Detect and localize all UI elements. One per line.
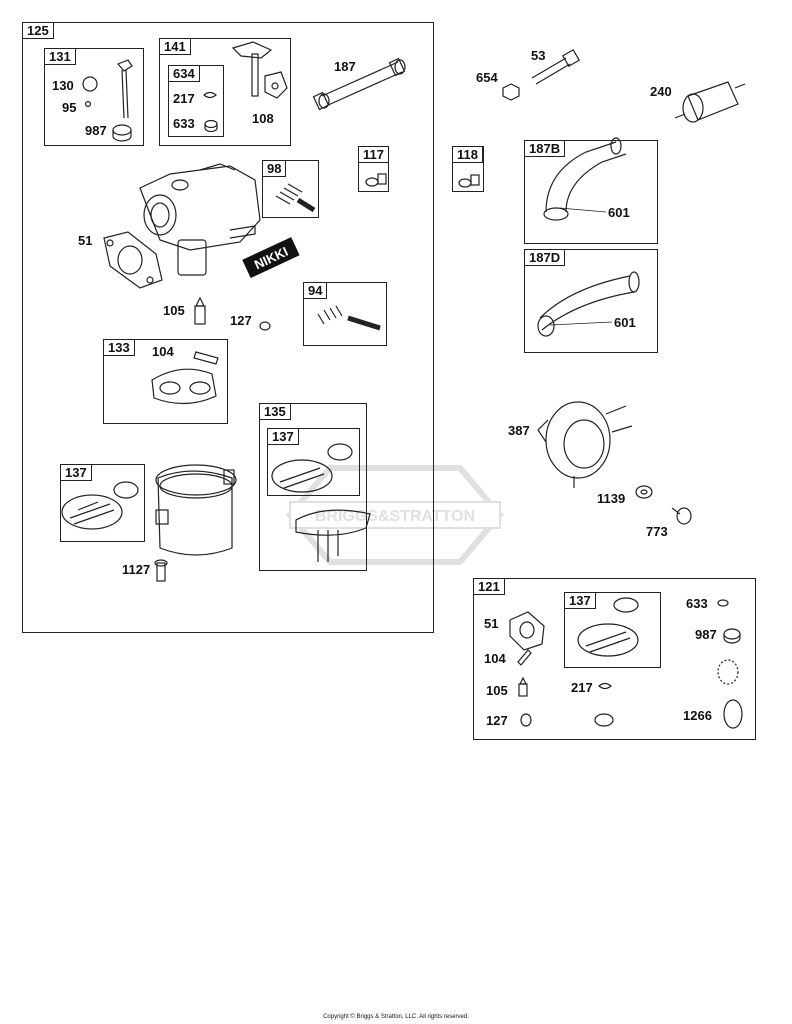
part-label-773: 773: [646, 524, 668, 539]
part-label-51: 51: [78, 233, 93, 248]
group-box-121: 121: [473, 578, 756, 740]
group-tag-187b: 187B: [525, 141, 566, 157]
part-label-1139: 1139: [597, 491, 626, 506]
part-label-987: 987: [85, 123, 107, 138]
group-box-135: 135: [259, 403, 367, 571]
group-tag-634: 634: [169, 66, 200, 82]
copyright-footer: Copyright © Briggs & Stratton, LLC. All …: [323, 1014, 469, 1020]
group-tag-98: 98: [263, 161, 287, 177]
right-parts-drawing: [502, 48, 746, 525]
part-label-108: 108: [252, 111, 274, 126]
bowl-screw-drawing: [154, 559, 168, 582]
part-label-601-d: 601: [614, 315, 636, 330]
group-box-98: 98: [262, 160, 319, 218]
group-box-118: 118: [452, 146, 484, 192]
part-label-987-kit: 987: [695, 627, 717, 642]
group-tag-94: 94: [304, 283, 328, 299]
group-tag-137-left: 137: [61, 465, 92, 481]
part-label-217: 217: [173, 91, 195, 106]
part-label-104: 104: [152, 344, 174, 359]
group-tag-135: 135: [260, 404, 291, 420]
part-label-127-kit: 127: [486, 713, 508, 728]
throttle-shaft-drawing: [203, 41, 288, 133]
group-tag-133: 133: [104, 340, 135, 356]
carburetor-body-drawing: [139, 163, 261, 276]
group-box-137-kit: 137: [564, 592, 661, 668]
part-label-654: 654: [476, 70, 498, 85]
part-label-217-kit: 217: [571, 680, 593, 695]
leader-lines: [549, 207, 613, 326]
part-label-105: 105: [163, 303, 185, 318]
diaphragm-kit-drawing: [271, 443, 371, 562]
fuel-tube-drawing: [312, 57, 406, 111]
group-box-94: 94: [303, 282, 387, 346]
watermark-logo: BRIGGS&STRATTON: [286, 465, 504, 565]
group-box-141: 141: [159, 38, 291, 146]
group-box-125: 125: [22, 22, 434, 633]
part-label-95: 95: [62, 100, 77, 115]
part-label-105-kit: 105: [486, 683, 508, 698]
group-tag-137-inner: 137: [268, 429, 299, 445]
group-box-117: 117: [358, 146, 389, 192]
group-tag-117: 117: [359, 147, 389, 163]
part-label-633-kit: 633: [686, 596, 708, 611]
part-label-53: 53: [531, 48, 546, 63]
group-box-137-inner: 137: [267, 428, 360, 496]
group-tag-118: 118: [453, 147, 483, 163]
group-box-634: 634: [168, 65, 224, 137]
part-label-240: 240: [650, 84, 672, 99]
group-tag-121: 121: [474, 579, 505, 595]
group-tag-125: 125: [23, 23, 54, 39]
fitting-drawings: [365, 173, 480, 188]
part-label-601-b: 601: [608, 205, 630, 220]
idle-screw-drawing: [275, 183, 316, 213]
group-box-131: 131: [44, 48, 144, 146]
kit-121-drawing: [509, 597, 743, 729]
float-drawing: [151, 351, 219, 405]
part-label-104-kit: 104: [484, 651, 506, 666]
group-tag-187d: 187D: [525, 250, 566, 266]
part-label-127: 127: [230, 313, 252, 328]
group-box-133: 133: [103, 339, 228, 424]
mixture-screw-drawing: [317, 305, 381, 331]
part-label-130: 130: [52, 78, 74, 93]
part-label-187: 187: [334, 59, 356, 74]
choke-shaft-drawing: [82, 59, 133, 142]
float-bowl-drawing: [155, 464, 237, 556]
gasket-drawing: [103, 231, 163, 289]
watermark-text: BRIGGS&STRATTON: [315, 508, 475, 525]
group-box-137-left: 137: [60, 464, 145, 542]
needle-drawing: [194, 296, 271, 331]
group-tag-137-kit: 137: [565, 593, 596, 609]
group-tag-141: 141: [160, 39, 191, 55]
part-label-1127: 1127: [122, 562, 151, 577]
group-box-187d: 187D: [524, 249, 658, 353]
part-label-633: 633: [173, 116, 195, 131]
group-box-187b: 187B: [524, 140, 658, 244]
part-label-51-kit: 51: [484, 616, 499, 631]
part-label-1266: 1266: [683, 708, 712, 723]
gasket-kit-drawing: [61, 481, 139, 530]
group-tag-131: 131: [45, 49, 76, 65]
part-label-387: 387: [508, 423, 530, 438]
